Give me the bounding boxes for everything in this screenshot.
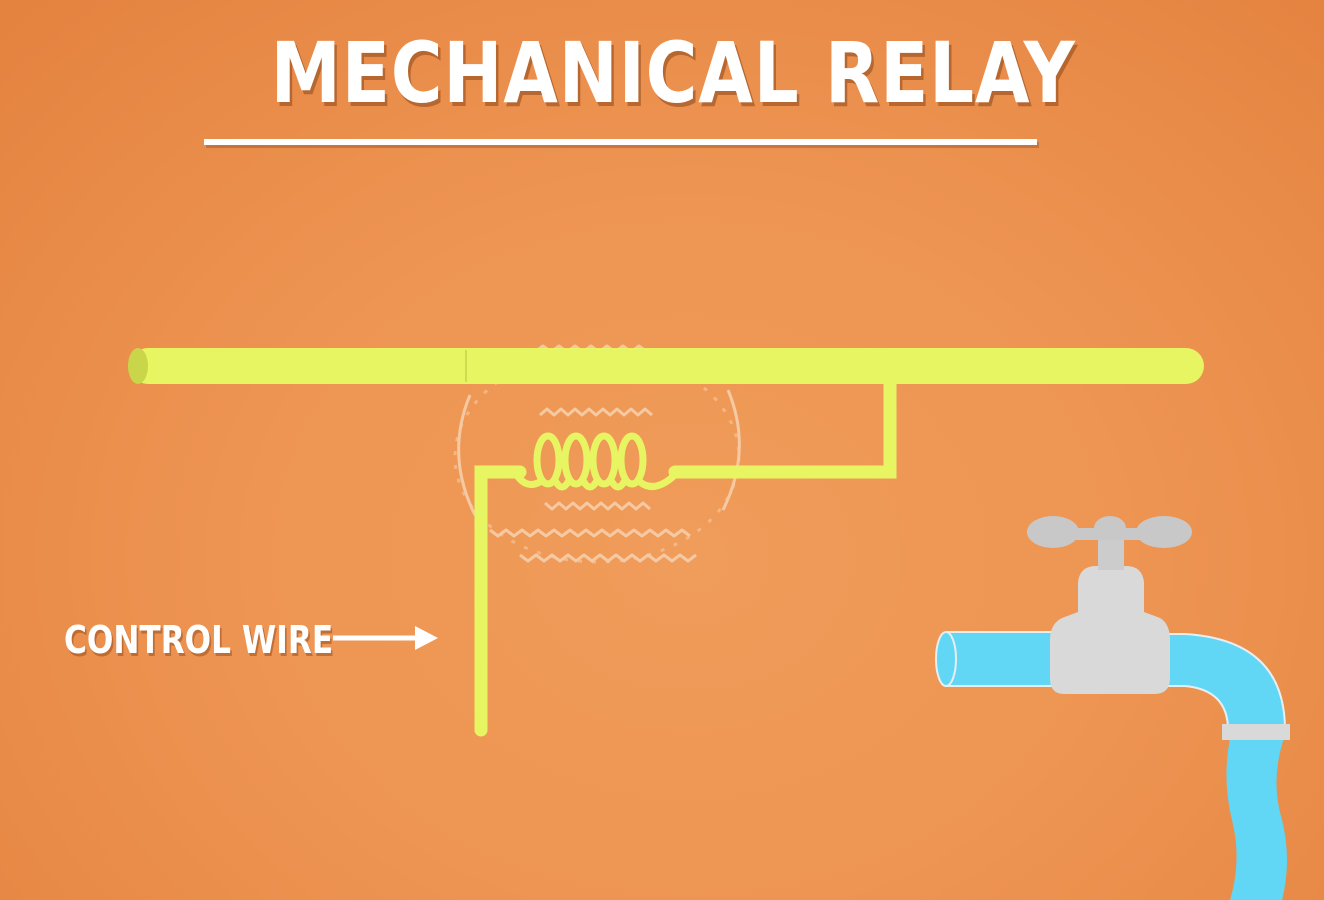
faucet-body — [1050, 566, 1170, 694]
water-stream — [1226, 738, 1287, 900]
faucet-icon — [935, 516, 1290, 900]
coil-icon — [511, 432, 680, 491]
arrow-right-icon — [333, 626, 438, 650]
magnetic-field — [453, 344, 741, 564]
pipe — [945, 631, 1061, 687]
spout-ring — [1222, 724, 1290, 740]
faucet-handle[interactable] — [1027, 516, 1192, 548]
title-underline — [204, 139, 1037, 145]
page-title: MECHANICAL RELAY — [270, 24, 1076, 122]
control-wire-label: CONTROL WIRE — [64, 618, 334, 662]
spout — [1159, 633, 1286, 736]
field-wave-inner — [539, 407, 653, 511]
field-ring — [453, 350, 741, 564]
control-wire — [474, 373, 897, 737]
main-wire — [128, 348, 1204, 384]
